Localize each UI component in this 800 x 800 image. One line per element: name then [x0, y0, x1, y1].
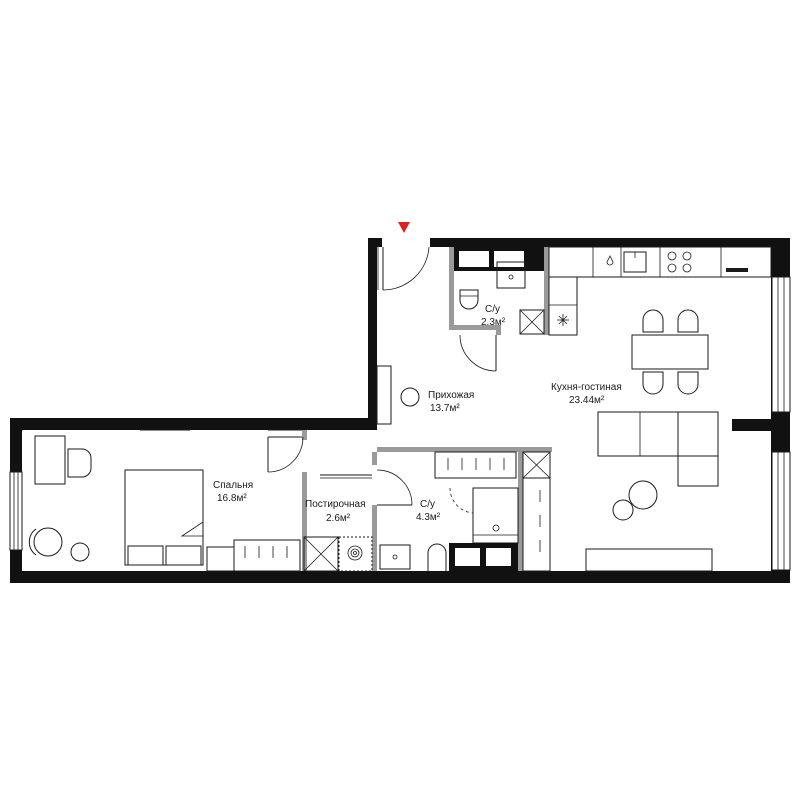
room-name-kitchen: Кухня-гостиная [551, 382, 622, 393]
coffee-tables [612, 480, 658, 521]
room-label-kitchen: Кухня-гостиная 23.44м² [551, 382, 622, 406]
window-left [9, 471, 23, 551]
wc1-fixtures [454, 247, 545, 372]
room-name-wc1: С/у [485, 304, 500, 315]
wc2-fixtures [376, 469, 519, 571]
interior-walls [22, 247, 552, 571]
room-area-laundry: 2.6м² [326, 513, 351, 524]
wardrobe-hall [434, 451, 517, 479]
kitchen-counter [548, 246, 772, 336]
room-label-wc1: С/у 2.3м² [481, 304, 506, 328]
room-label-wc2: С/у 4.3м² [416, 499, 441, 523]
entrance-marker-icon [398, 222, 410, 233]
room-name-wc2: С/у [420, 499, 435, 510]
bedroom-door [140, 429, 304, 473]
outer-walls [10, 238, 790, 583]
windows-right [771, 276, 791, 571]
room-label-hall: Прихожая 13.7м² [428, 390, 474, 414]
room-label-laundry: Постирочная 2.6м² [305, 499, 366, 524]
room-label-bedroom: Спальня 16.8м² [213, 480, 253, 504]
room-area-bedroom: 16.8м² [217, 493, 247, 504]
sofa [597, 411, 719, 487]
room-area-wc1: 2.3м² [481, 317, 506, 328]
dining-table [631, 309, 709, 395]
hall-furniture [376, 365, 420, 425]
room-area-kitchen: 23.44м² [569, 395, 605, 406]
laundry-fixtures [303, 474, 373, 572]
entrance-door [377, 246, 430, 291]
room-area-wc2: 4.3м² [416, 512, 441, 523]
tv-unit [585, 548, 713, 572]
wardrobe-kitchen-side [522, 451, 551, 572]
room-name-bedroom: Спальня [213, 480, 253, 491]
bedroom-furniture [28, 435, 301, 572]
room-name-hall: Прихожая [428, 390, 474, 401]
room-area-hall: 13.7м² [430, 403, 460, 414]
room-name-laundry: Постирочная [305, 499, 366, 510]
